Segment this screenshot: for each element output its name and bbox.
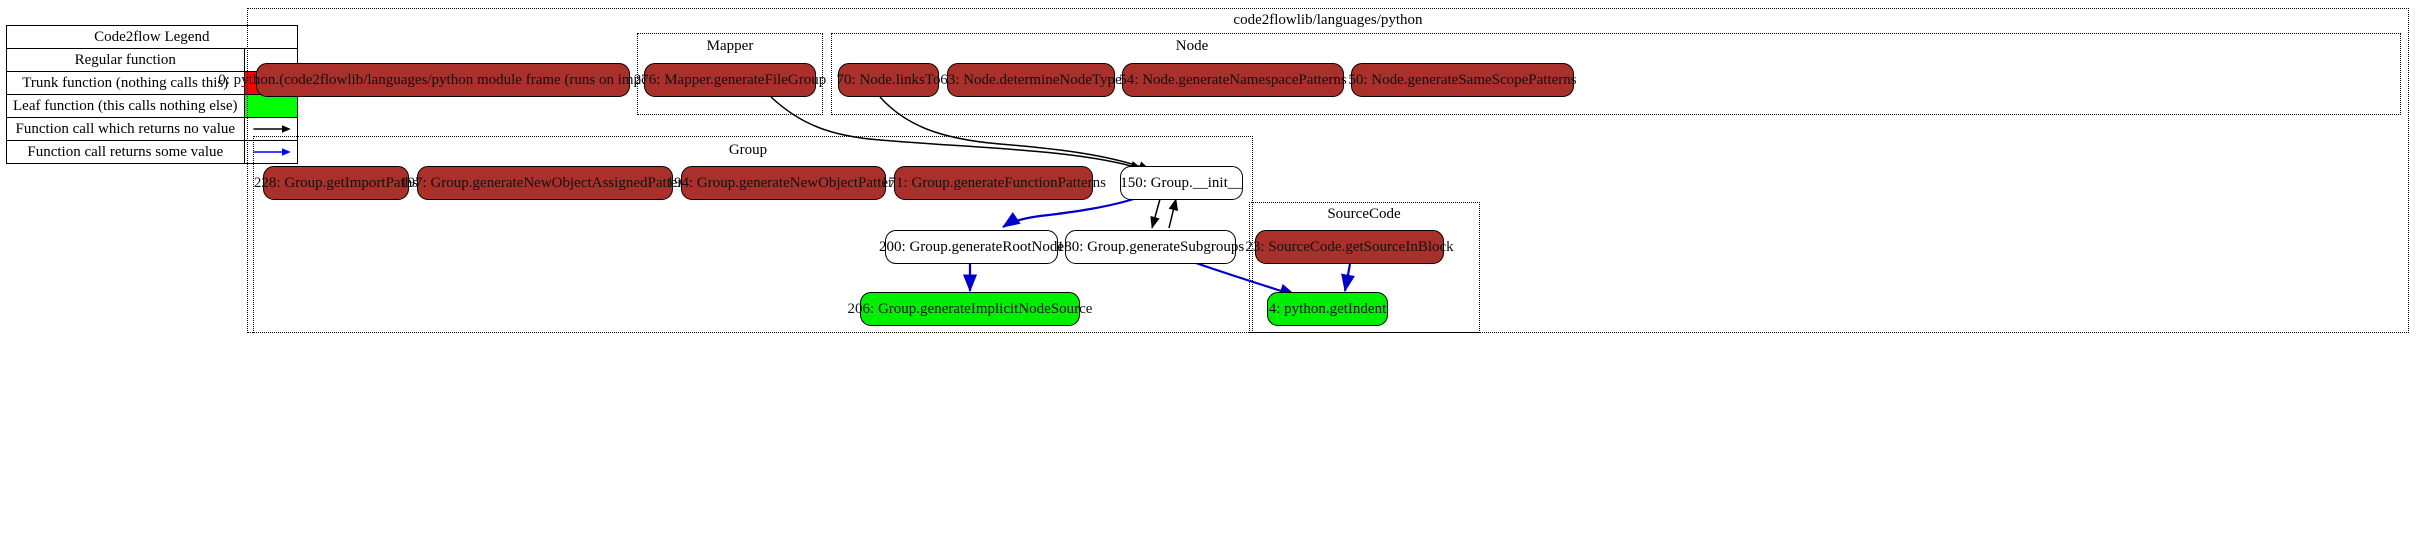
node-228-group-getimportpaths[interactable]: 228: Group.getImportPaths	[254, 166, 418, 200]
cluster-node-label: Node	[1175, 38, 1209, 54]
node-150-group-init[interactable]: 150: Group.__init__	[1120, 166, 1243, 200]
legend-label-call-value: Function call returns some value	[6, 140, 245, 164]
node-label: 54: Node.generateNamespacePatterns	[1119, 71, 1347, 88]
node-23-sourcecode-getsourceinblock[interactable]: 23: SourceCode.getSourceInBlock	[1245, 230, 1454, 264]
node-label: 70: Node.linksTo	[836, 71, 941, 88]
node-54-node-generatenamespacepatterns[interactable]: 54: Node.generateNamespacePatterns	[1119, 63, 1347, 97]
node-label: 0: python.(code2flowlib/languages/python…	[218, 71, 668, 88]
legend-label-leaf: Leaf function (this calls nothing else)	[6, 94, 245, 118]
cluster-root-label: code2flowlib/languages/python	[1233, 12, 1423, 28]
edge-70-to-150	[879, 96, 1151, 171]
node-63-node-determinenodetype[interactable]: 63: Node.determineNodeType	[940, 63, 1122, 97]
legend-row-leaf: Leaf function (this calls nothing else)	[6, 94, 298, 118]
node-label: 23: SourceCode.getSourceInBlock	[1245, 238, 1454, 255]
node-200-group-generaterootnode[interactable]: 200: Group.generateRootNode	[879, 230, 1064, 264]
legend-table: Code2flow Legend Regular function Trunk …	[6, 25, 298, 164]
edge-23-to-4	[1341, 263, 1355, 293]
node-label: 194: Group.generateNewObjectPattern	[666, 174, 901, 191]
node-label: 276: Mapper.generateFileGroup	[633, 71, 827, 88]
cluster-group-label: Group	[728, 142, 768, 158]
cluster-mapper	[637, 33, 823, 115]
cluster-sourcecode	[1249, 202, 1480, 333]
legend-swatch-call-void	[243, 117, 298, 141]
node-206-group-generateimplicitnodesource[interactable]: 206: Group.generateImplicitNodeSource	[848, 292, 1092, 326]
cluster-node	[831, 33, 2401, 115]
node-70-node-linksto[interactable]: 70: Node.linksTo	[836, 63, 941, 97]
node-label: 150: Group.__init__	[1120, 174, 1243, 191]
legend-row-call-value: Function call returns some value	[6, 140, 298, 164]
legend-swatch-leaf	[243, 94, 298, 118]
node-276-mapper-generatefilegroup[interactable]: 276: Mapper.generateFileGroup	[634, 63, 826, 97]
edge-276-to-150	[770, 96, 1143, 171]
node-label: 50: Node.generateSameScopePatterns	[1348, 71, 1577, 88]
legend-row-call-void: Function call which returns no value	[6, 117, 298, 141]
legend-swatch-call-value	[243, 140, 298, 164]
node-label: 171: Group.generateFunctionPatterns	[881, 174, 1106, 191]
node-label: 228: Group.getImportPaths	[253, 174, 419, 191]
node-label: 197: Group.generateNewObjectAssignedPatt…	[400, 174, 690, 191]
node-label: 4: python.getIndent	[1268, 300, 1387, 317]
node-label: 180: Group.generateSubgroups	[1056, 238, 1245, 255]
node-180-group-generatesubgroups[interactable]: 180: Group.generateSubgroups	[1057, 230, 1244, 264]
node-label: 63: Node.determineNodeType	[940, 71, 1122, 88]
node-label: 200: Group.generateRootNode	[879, 238, 1064, 255]
node-171-group-generatefunctionpatterns[interactable]: 171: Group.generateFunctionPatterns	[881, 166, 1106, 200]
node-0-python-module-frame[interactable]: 0: python.(code2flowlib/languages/python…	[218, 63, 668, 97]
edge-150-to-200	[1002, 195, 1141, 228]
node-4-python-getindent[interactable]: 4: python.getIndent	[1267, 292, 1388, 326]
node-50-node-generatesamescopepatterns[interactable]: 50: Node.generateSameScopePatterns	[1348, 63, 1577, 97]
node-label: 206: Group.generateImplicitNodeSource	[847, 300, 1093, 317]
edge-180-to-150	[1168, 198, 1179, 229]
arrow-right-black-icon	[252, 125, 291, 133]
edge-150-to-180	[1150, 198, 1161, 229]
cluster-group	[253, 136, 1253, 333]
cluster-mapper-label: Mapper	[706, 38, 754, 54]
node-197-group-generatenewobjectassignedpattern[interactable]: 197: Group.generateNewObjectAssignedPatt…	[400, 166, 690, 200]
node-194-group-generatenewobjectpattern[interactable]: 194: Group.generateNewObjectPattern	[666, 166, 901, 200]
cluster-sourcecode-label: SourceCode	[1327, 206, 1401, 222]
arrow-right-blue-icon	[252, 148, 291, 156]
